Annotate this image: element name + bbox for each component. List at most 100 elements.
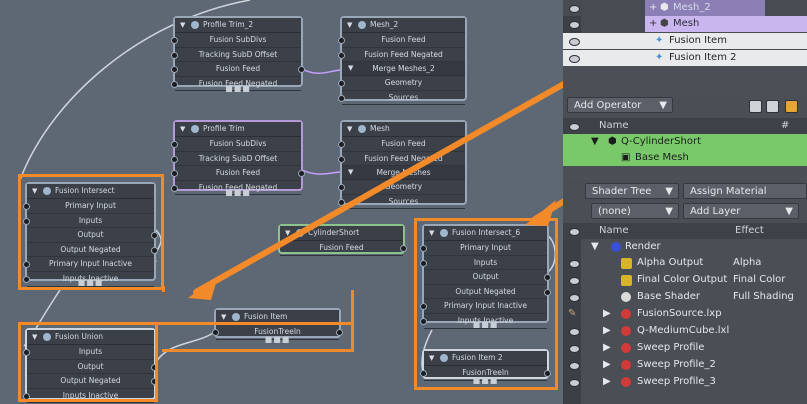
node-mesh[interactable]: ▼Mesh Fusion Feed Fusion Feed Negated ▼M…	[338, 120, 467, 210]
view-dropdown[interactable]: Shader Tree ▼	[585, 183, 679, 199]
output-pin[interactable]	[298, 170, 305, 178]
node-port-row[interactable]: Fusion Feed	[338, 137, 465, 152]
node-port-row[interactable]: Geometry	[338, 180, 465, 195]
brush-icon[interactable]: ✎	[568, 308, 577, 319]
collapse-icon[interactable]: ▼	[32, 187, 38, 195]
node-header[interactable]: ▼Fusion Intersect	[27, 184, 154, 199]
expand-icon[interactable]: ▶	[603, 325, 611, 336]
output-pin[interactable]	[544, 370, 551, 377]
eye-icon[interactable]	[569, 328, 580, 336]
node-header[interactable]: ▼Profile Trim	[175, 122, 301, 137]
node-port-row[interactable]: Output	[27, 228, 158, 243]
input-pin[interactable]	[171, 66, 178, 74]
collapse-icon[interactable]: ▼	[348, 64, 354, 73]
node-header[interactable]: ▼Mesh	[342, 122, 465, 137]
node-port-row[interactable]: Primary Input Inactive	[420, 299, 547, 314]
eye-icon[interactable]	[569, 260, 580, 268]
node-port-row[interactable]: FusionTreeIn	[420, 366, 551, 381]
node-more-dots[interactable]: ■■■	[225, 84, 251, 93]
input-pin[interactable]	[171, 170, 178, 178]
input-pin[interactable]	[23, 203, 30, 210]
node-port-row[interactable]: Tracking SubD Offset	[171, 48, 301, 63]
node-port-row[interactable]: Fusion Feed	[280, 241, 407, 256]
node-port-row[interactable]: Primary Input	[23, 199, 154, 214]
input-pin[interactable]	[23, 217, 30, 225]
collapse-icon[interactable]: ▼	[180, 125, 186, 133]
input-pin[interactable]	[171, 184, 178, 192]
input-pin[interactable]	[338, 198, 345, 206]
node-fusion-union[interactable]: ▼Fusion Union Inputs Output Output Negat…	[23, 328, 158, 404]
collapse-icon[interactable]: ▼	[221, 313, 227, 321]
input-pin[interactable]	[338, 37, 345, 44]
node-cylinder-short[interactable]: ▼CylinderShort Fusion Feed	[278, 224, 407, 256]
list-item[interactable]: ▼ ⬢ Q-CylinderShort	[563, 134, 807, 150]
input-pin[interactable]	[171, 80, 178, 88]
node-port-row[interactable]: Fusion Feed	[338, 33, 465, 48]
input-pin[interactable]	[171, 51, 178, 59]
collapse-icon[interactable]: ▼	[347, 21, 353, 29]
node-port-row[interactable]: Output Negated	[27, 243, 158, 258]
input-pin[interactable]	[171, 141, 178, 148]
eye-icon[interactable]	[569, 345, 580, 353]
collapse-icon[interactable]: ▼	[348, 168, 354, 177]
collapse-icon[interactable]: ▼	[180, 21, 186, 29]
collapse-icon[interactable]: ▼	[591, 136, 599, 147]
node-profile-trim[interactable]: ▼Profile Trim Fusion SubDivs Tracking Su…	[171, 120, 305, 197]
layout-icon[interactable]	[749, 100, 762, 113]
layout-icon[interactable]	[785, 100, 798, 113]
node-port-row[interactable]: Fusion Feed	[171, 166, 305, 181]
expand-plus-icon[interactable]: +	[649, 2, 658, 13]
eye-icon[interactable]	[569, 277, 580, 285]
expand-icon[interactable]: ▶	[603, 359, 611, 370]
node-fusion-intersect[interactable]: ▼Fusion Intersect Primary Input Inputs O…	[23, 182, 158, 287]
filter-dropdown[interactable]: (none) ▼	[591, 203, 679, 219]
node-mesh-2[interactable]: ▼Mesh_2 Fusion Feed Fusion Feed Negated …	[338, 16, 467, 106]
node-subsection[interactable]: ▼Merge Meshes_2	[342, 62, 465, 77]
node-fusion-item-2[interactable]: ▼Fusion Item 2 FusionTreeIn ■■■	[420, 349, 551, 385]
node-port-row[interactable]: Inputs Inactive	[420, 314, 547, 329]
expand-plus-icon[interactable]: +	[649, 18, 658, 29]
input-pin[interactable]	[23, 275, 30, 283]
input-pin[interactable]	[171, 155, 178, 163]
input-pin[interactable]	[338, 155, 345, 163]
expand-icon[interactable]: ▶	[603, 342, 611, 353]
list-item[interactable]: ✦ Fusion Item	[563, 33, 807, 49]
node-port-row[interactable]: FusionTreeIn	[212, 325, 343, 340]
input-pin[interactable]	[338, 184, 345, 192]
node-port-row[interactable]: Tracking SubD Offset	[171, 152, 301, 167]
output-pin[interactable]	[151, 246, 158, 254]
node-header[interactable]: ▼Mesh_2	[342, 18, 465, 33]
add-layer-button[interactable]: Add Layer ▼	[683, 203, 799, 219]
node-port-row[interactable]: Sources	[338, 91, 465, 106]
layout-icon[interactable]	[766, 100, 779, 113]
shader-row[interactable]: ▼ Render	[563, 239, 807, 255]
node-port-row[interactable]: Fusion Feed Negated	[338, 152, 465, 167]
collapse-icon[interactable]: ▼	[429, 354, 435, 362]
node-port-row[interactable]: Inputs Inactive	[23, 272, 154, 287]
eye-icon[interactable]	[569, 362, 580, 370]
node-more-dots[interactable]: ■■■	[472, 376, 499, 385]
eye-icon[interactable]	[569, 294, 580, 302]
node-port-row[interactable]: Inputs	[23, 214, 154, 229]
input-pin[interactable]	[338, 141, 345, 148]
list-item[interactable]: ✦ Fusion Item 2	[563, 50, 807, 66]
shader-row[interactable]: ▶ Sweep Profile_3	[563, 374, 807, 390]
list-item[interactable]: + ⬢ Mesh	[563, 16, 807, 32]
shader-row[interactable]: Alpha Output Alpha	[563, 255, 807, 271]
eye-icon[interactable]	[569, 38, 580, 46]
input-pin[interactable]	[23, 349, 30, 356]
collapse-icon[interactable]: ▼	[32, 333, 38, 341]
output-pin[interactable]	[336, 329, 343, 336]
shader-row[interactable]: ▶ Sweep Profile	[563, 340, 807, 356]
output-pin[interactable]	[151, 232, 158, 240]
node-more-dots[interactable]: ■■■	[225, 188, 251, 197]
node-header[interactable]: ▼Fusion Union	[27, 330, 154, 345]
output-pin[interactable]	[298, 66, 305, 74]
input-pin[interactable]	[338, 94, 345, 102]
expand-icon[interactable]: ▶	[603, 376, 611, 387]
shader-row[interactable]: ✎ ▶ FusionSource.lxp	[563, 306, 807, 322]
shader-row[interactable]: Base Shader Full Shading	[563, 289, 807, 305]
input-pin[interactable]	[420, 317, 427, 325]
eye-icon[interactable]	[569, 5, 580, 13]
output-pin[interactable]	[400, 245, 407, 252]
